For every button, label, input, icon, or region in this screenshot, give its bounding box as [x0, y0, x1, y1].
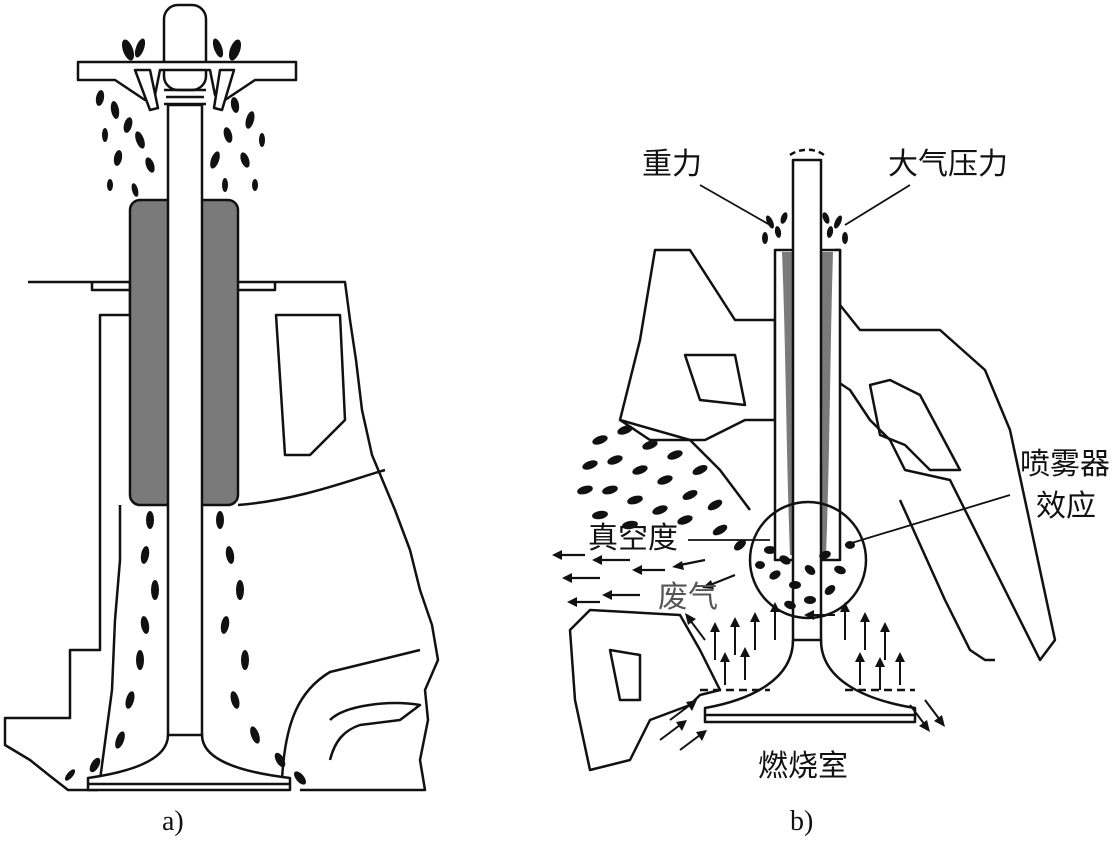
retainer-collet-right	[212, 68, 236, 112]
exhaust-port-curve	[237, 468, 386, 507]
label-combustion-chamber: 燃烧室	[758, 749, 848, 784]
label-vacuum: 真空度	[588, 521, 678, 556]
upward-arrows-left	[685, 602, 780, 685]
cylinder-head-right	[238, 280, 440, 792]
seat-flow-arrows	[659, 699, 945, 751]
leader-gravity	[699, 184, 771, 226]
exhaust-port-lower-wall	[568, 608, 722, 772]
spring-retainer	[76, 60, 298, 102]
leader-atomizer	[844, 494, 1011, 546]
label-atmospheric-pressure: 大气压力	[888, 147, 1008, 182]
label-atomizer-effect-line1: 喷雾器	[1020, 447, 1110, 482]
oil-passage-window-right	[868, 378, 962, 472]
port-wall-inner	[328, 701, 422, 761]
caption-a: a)	[162, 806, 184, 837]
valve-head	[86, 733, 292, 792]
exhaust-cloud-upper	[577, 425, 746, 551]
cylinder-head-upper-right	[833, 248, 1057, 662]
cylinder-head-left	[3, 280, 132, 792]
label-atomizer-effect-line2: 效应	[1036, 489, 1096, 524]
coolant-passage	[274, 313, 347, 457]
intake-port-wall	[98, 505, 122, 781]
vortex-droplets	[755, 541, 855, 620]
oil-droplets-b	[762, 212, 848, 244]
panel-a-valve-section	[3, 3, 440, 792]
label-gravity: 重力	[642, 147, 702, 182]
exhaust-flow-arrows	[552, 425, 945, 751]
label-exhaust: 废气	[658, 580, 718, 615]
panel-b-valve-section	[568, 148, 1057, 772]
exhaust-port-upper-wall	[619, 418, 751, 511]
oil-droplets-a	[64, 38, 306, 785]
caption-b: b)	[790, 806, 814, 837]
valve-head-b	[703, 638, 917, 724]
detail-circle	[748, 500, 868, 620]
valve-keeper-grooves	[164, 88, 206, 106]
oil-passage-window-left	[683, 353, 747, 407]
upward-arrows-right	[840, 602, 905, 690]
exhaust-arrows-left	[552, 550, 736, 607]
casting-lower-right-outline	[898, 499, 995, 662]
cylinder-head-upper-left	[618, 248, 777, 442]
leader-atmospheric	[844, 184, 911, 226]
valve-stem-b-cut	[789, 148, 825, 157]
valve-stem	[166, 103, 204, 757]
oil-passage-window-lower	[608, 648, 642, 702]
retainer-collet-left	[133, 68, 160, 112]
guide-seat-line	[90, 282, 277, 292]
valve-stem-tip	[162, 3, 208, 92]
